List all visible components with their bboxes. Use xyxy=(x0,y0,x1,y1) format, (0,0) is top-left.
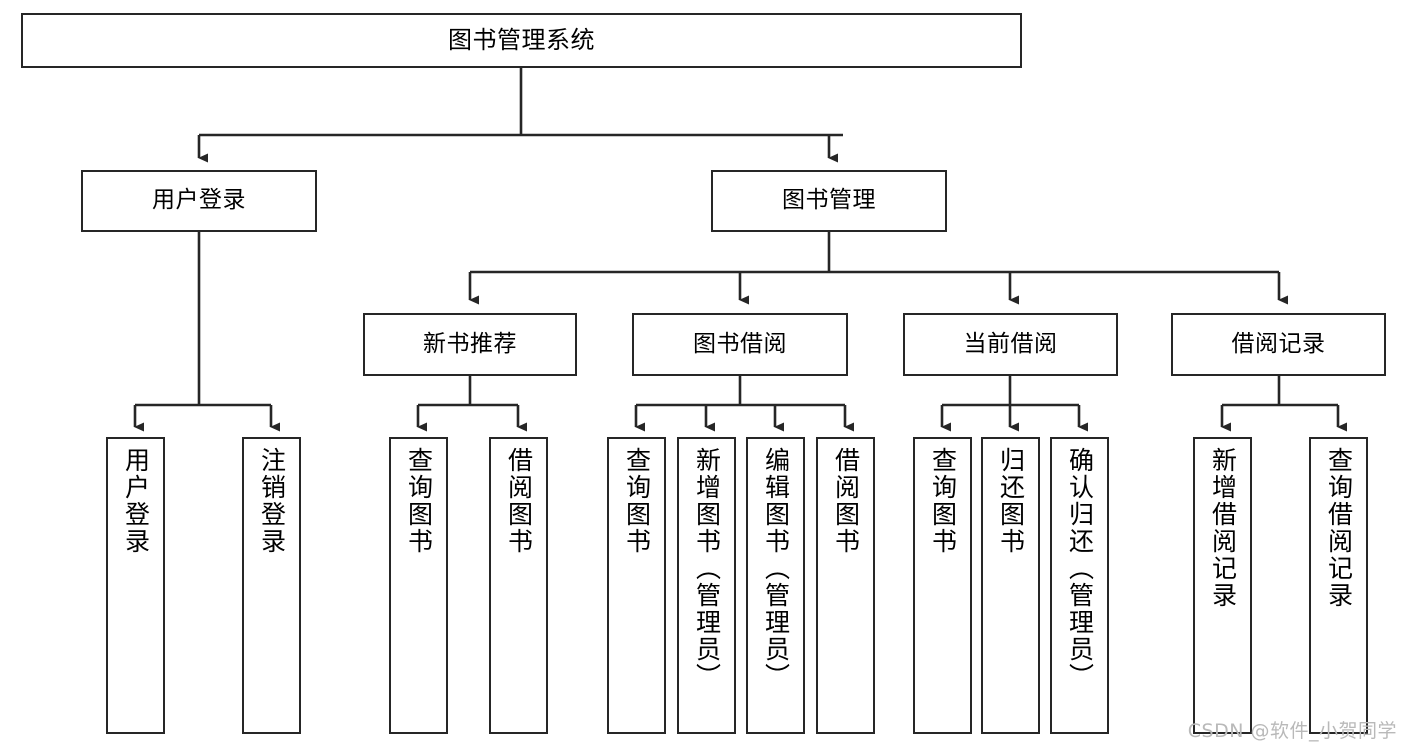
leaf-add-book-label: 新增图书（管理员） xyxy=(692,447,722,690)
leaf-return-book-label: 归还图书 xyxy=(996,447,1026,555)
leaf-user-login[interactable]: 用户登录 xyxy=(106,437,165,734)
node-new-book-recommend-label: 新书推荐 xyxy=(423,330,517,357)
leaf-query-record[interactable]: 查询借阅记录 xyxy=(1309,437,1368,734)
leaf-user-logout-label: 注销登录 xyxy=(257,447,287,555)
leaf-user-login-label: 用户登录 xyxy=(121,447,151,555)
leaf-query-book-2-label: 查询图书 xyxy=(622,447,652,555)
leaf-confirm-return[interactable]: 确认归还（管理员） xyxy=(1050,437,1109,734)
leaf-edit-book[interactable]: 编辑图书（管理员） xyxy=(746,437,805,734)
watermark: CSDN @软件_小贺同学 xyxy=(1187,720,1397,742)
leaf-borrow-book-1-label: 借阅图书 xyxy=(504,447,534,555)
node-borrow-record-label: 借阅记录 xyxy=(1231,330,1326,357)
leaf-query-record-label: 查询借阅记录 xyxy=(1324,447,1354,609)
node-user-login[interactable]: 用户登录 xyxy=(81,170,317,232)
leaf-borrow-book-1[interactable]: 借阅图书 xyxy=(489,437,548,734)
leaf-borrow-book-2[interactable]: 借阅图书 xyxy=(816,437,875,734)
leaf-query-book-3-label: 查询图书 xyxy=(928,447,958,555)
node-book-manage-label: 图书管理 xyxy=(782,187,876,214)
leaf-query-book-1[interactable]: 查询图书 xyxy=(389,437,448,734)
node-root[interactable]: 图书管理系统 xyxy=(21,13,1022,68)
leaf-add-record[interactable]: 新增借阅记录 xyxy=(1193,437,1252,734)
node-book-borrow-label: 图书借阅 xyxy=(693,330,787,357)
node-borrow-record[interactable]: 借阅记录 xyxy=(1171,313,1386,376)
node-book-manage[interactable]: 图书管理 xyxy=(711,170,947,232)
leaf-borrow-book-2-label: 借阅图书 xyxy=(831,447,861,555)
leaf-query-book-3[interactable]: 查询图书 xyxy=(913,437,972,734)
node-current-borrow[interactable]: 当前借阅 xyxy=(903,313,1118,376)
node-new-book-recommend[interactable]: 新书推荐 xyxy=(363,313,577,376)
node-book-borrow[interactable]: 图书借阅 xyxy=(632,313,848,376)
leaf-add-book[interactable]: 新增图书（管理员） xyxy=(677,437,736,734)
node-user-login-label: 用户登录 xyxy=(152,187,246,214)
leaf-edit-book-label: 编辑图书（管理员） xyxy=(761,447,791,690)
leaf-return-book[interactable]: 归还图书 xyxy=(981,437,1040,734)
leaf-query-book-1-label: 查询图书 xyxy=(404,447,434,555)
leaf-user-logout[interactable]: 注销登录 xyxy=(242,437,301,734)
node-root-label: 图书管理系统 xyxy=(448,26,595,55)
leaf-confirm-return-label: 确认归还（管理员） xyxy=(1065,447,1095,690)
leaf-query-book-2[interactable]: 查询图书 xyxy=(607,437,666,734)
node-current-borrow-label: 当前借阅 xyxy=(963,330,1058,357)
leaf-add-record-label: 新增借阅记录 xyxy=(1208,447,1238,609)
